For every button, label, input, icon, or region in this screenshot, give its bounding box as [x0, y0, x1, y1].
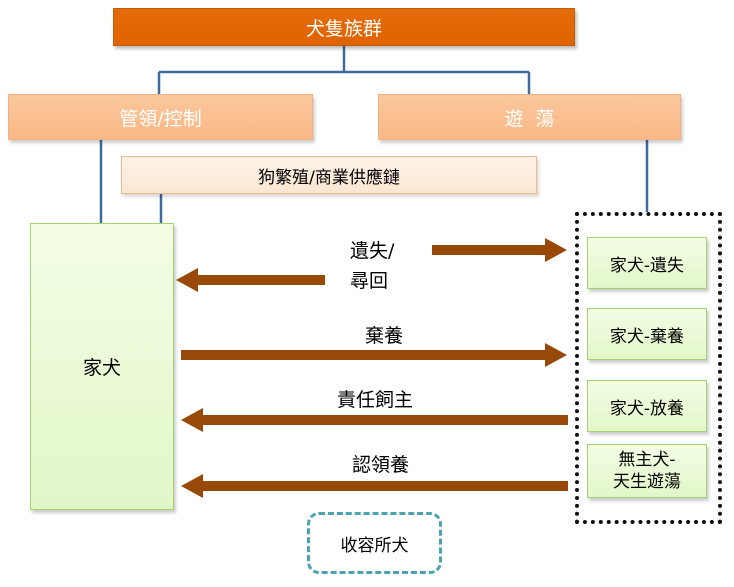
- arrow-adopt-left: [181, 474, 568, 498]
- label-responsible-owner: 責任飼主: [337, 389, 414, 411]
- roaming-item-ownerless: 無主犬- 天生遊蕩: [587, 444, 707, 498]
- roaming-item-free-roaming: 家犬-放養: [587, 380, 707, 432]
- arrow-lost-right: [432, 238, 567, 262]
- label-lost: 遺失/: [350, 240, 395, 262]
- supply-chain-box: 狗繁殖/商業供應鏈: [121, 156, 537, 194]
- roaming-box: 遊 蕩: [378, 94, 681, 140]
- arrow-recover-left: [176, 268, 325, 292]
- ownerless-line-2: 天生遊蕩: [613, 472, 681, 492]
- label-recover: 尋回: [350, 270, 389, 292]
- control-box: 管領/控制: [8, 94, 313, 140]
- roaming-group-frame: [575, 212, 722, 524]
- roaming-item-abandoned: 家犬-棄養: [587, 308, 707, 360]
- flow-arrows: [176, 238, 568, 498]
- roaming-item-lost: 家犬-遺失: [587, 237, 707, 289]
- shelter-dog-box: 收容所犬: [307, 512, 442, 574]
- arrow-abandon-right: [181, 343, 567, 367]
- label-adopt: 認領養: [352, 454, 410, 476]
- owned-dog-box: 家犬: [30, 223, 174, 510]
- ownerless-line-1: 無主犬-: [618, 450, 676, 470]
- arrow-responsible-left: [181, 408, 568, 432]
- connector-lines: [99, 46, 649, 223]
- label-abandon: 棄養: [365, 325, 404, 347]
- dog-population-box: 犬隻族群: [113, 8, 575, 46]
